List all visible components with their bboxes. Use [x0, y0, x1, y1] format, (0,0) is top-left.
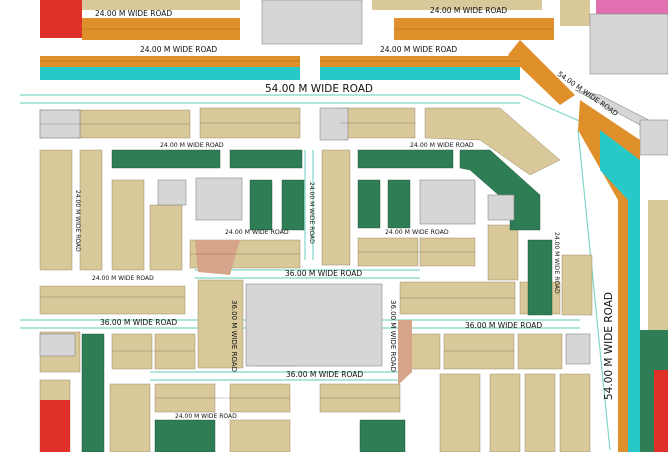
green-plot-block — [357, 179, 381, 229]
red-plot-block — [40, 400, 70, 452]
lot-hatching — [40, 28, 554, 399]
road-label: 24.00 M WIDE ROAD — [410, 142, 474, 149]
plot-block — [487, 224, 519, 281]
plot-block — [489, 373, 521, 452]
green-plot-block — [357, 149, 454, 169]
plot-block — [39, 149, 73, 271]
plot-block — [439, 373, 481, 452]
facility-plot — [487, 194, 515, 221]
diagonal-commercial-strip — [508, 40, 575, 105]
road-edge — [577, 129, 611, 451]
plot-block — [197, 279, 244, 369]
road-label: 24.00 M WIDE ROAD — [74, 190, 81, 252]
plot-block — [39, 285, 186, 315]
green-plot-block — [154, 419, 216, 452]
facility-plot — [39, 333, 76, 357]
plot-block — [409, 333, 441, 370]
facility-plot — [419, 179, 476, 225]
plot-block — [149, 204, 183, 271]
central-public-facility — [245, 283, 383, 367]
right-edge-zone — [40, 100, 668, 452]
plaza-area — [398, 320, 412, 385]
road-label: 36.00 M WIDE ROAD — [285, 269, 362, 278]
red-plot-block — [654, 370, 668, 452]
plot-block — [524, 373, 556, 452]
green-blocks — [81, 149, 553, 452]
red-plot-block — [40, 0, 82, 38]
facility-plot — [319, 107, 349, 141]
green-plot-diagonal — [459, 149, 541, 231]
plot-block — [559, 373, 591, 452]
plaza-areas — [195, 240, 412, 385]
plot-block-diagonal — [424, 107, 561, 176]
road-label: 54.00 M WIDE ROAD — [265, 83, 373, 95]
green-plot-block — [81, 333, 105, 452]
green-plot-block — [111, 149, 221, 169]
public-facilities — [39, 89, 668, 367]
plot-block — [229, 419, 291, 452]
public-facility-top — [261, 0, 363, 45]
road-label: 24.00 M WIDE ROAD — [430, 6, 507, 15]
road-label: 24.00 M WIDE ROAD — [140, 45, 217, 54]
plot-block — [79, 149, 103, 271]
plot-block — [111, 333, 153, 370]
plot-block — [372, 0, 542, 10]
plot-block — [321, 149, 351, 266]
road-label: 24.00 M WIDE ROAD — [175, 413, 237, 420]
facility-plot — [195, 177, 243, 221]
road-label: 24.00 M WIDE ROAD — [92, 275, 154, 282]
road-label: 24.00 M WIDE ROAD — [160, 142, 224, 149]
commercial-strip — [320, 56, 520, 67]
green-plot-block — [249, 179, 273, 231]
facility-plot — [565, 333, 591, 365]
road-label: 24.00 M WIDE ROAD — [385, 229, 449, 236]
plot-block — [560, 0, 590, 26]
road-label: 24.00 M WIDE ROAD — [225, 229, 289, 236]
green-plot-block — [229, 149, 303, 169]
plaza-area — [195, 240, 240, 275]
road-label: 36.00 M WIDE ROAD — [286, 370, 363, 379]
road-label: 36.00 M WIDE ROAD — [100, 318, 177, 327]
road-label: 24.00 M WIDE ROAD — [95, 9, 172, 18]
road-label: 54.00 M WIDE ROAD — [603, 292, 615, 400]
green-plot-block — [387, 179, 411, 229]
plot-block — [154, 333, 196, 370]
plot-block — [561, 254, 593, 316]
green-plot-block — [281, 179, 305, 231]
commercial-strip — [40, 56, 300, 67]
road-label: 36.00 M WIDE ROAD — [465, 321, 542, 330]
green-plot-block — [359, 419, 406, 452]
public-facility-top-right — [589, 13, 668, 75]
facility-plot — [157, 179, 187, 206]
plot-block — [517, 333, 563, 370]
plot-block — [109, 383, 151, 452]
road-label: 24.00 M WIDE ROAD — [380, 45, 457, 54]
road-label: 36.00 M WIDE ROAD — [230, 300, 238, 372]
plot-block — [443, 333, 515, 370]
plot-block — [111, 179, 145, 271]
plot-block — [82, 0, 240, 10]
facility-plot — [639, 119, 668, 156]
road-label: 24.00 M WIDE ROAD — [553, 232, 560, 294]
road-label: 36.00 M WIDE ROAD — [389, 300, 397, 372]
mixed-use-edge-strip — [600, 130, 640, 452]
green-plot-block — [527, 239, 553, 316]
road-label: 24.00 M WIDE ROAD — [308, 182, 315, 244]
